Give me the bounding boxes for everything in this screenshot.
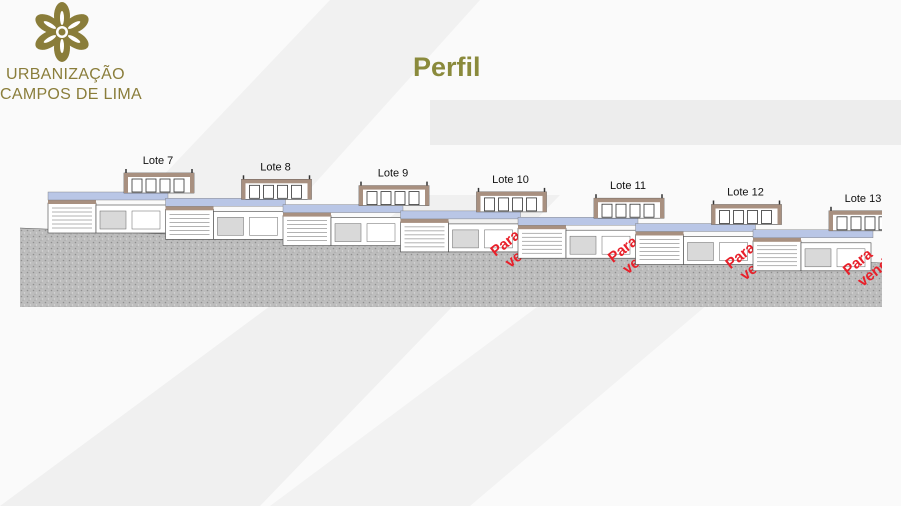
logo-text-line2: CAMPOS DE LIMA [0,86,143,103]
lot-house: Lote 9 [282,168,430,246]
logo-text-line1: URBANIZAÇÃO [6,66,125,83]
lot-label: Lote 13 [845,193,882,205]
logo: URBANIZAÇÃO CAMPOS DE LIMA [0,0,142,105]
lot-label: Lote 11 [610,180,646,192]
lot-house: Lote 7 [47,155,195,234]
terrain [20,228,882,307]
lot-house: Lote 8 [165,161,312,240]
lot-label: Lote 7 [143,155,174,167]
lot-label: Lote 12 [727,187,764,199]
lot-label: Lote 9 [378,168,409,180]
page-title: Perfil [413,52,481,82]
lot-label: Lote 8 [260,161,291,173]
flower-logo-icon [35,2,89,62]
lot-label: Lote 10 [492,174,529,186]
lot-house: Lote 12Paravenda [635,187,782,284]
